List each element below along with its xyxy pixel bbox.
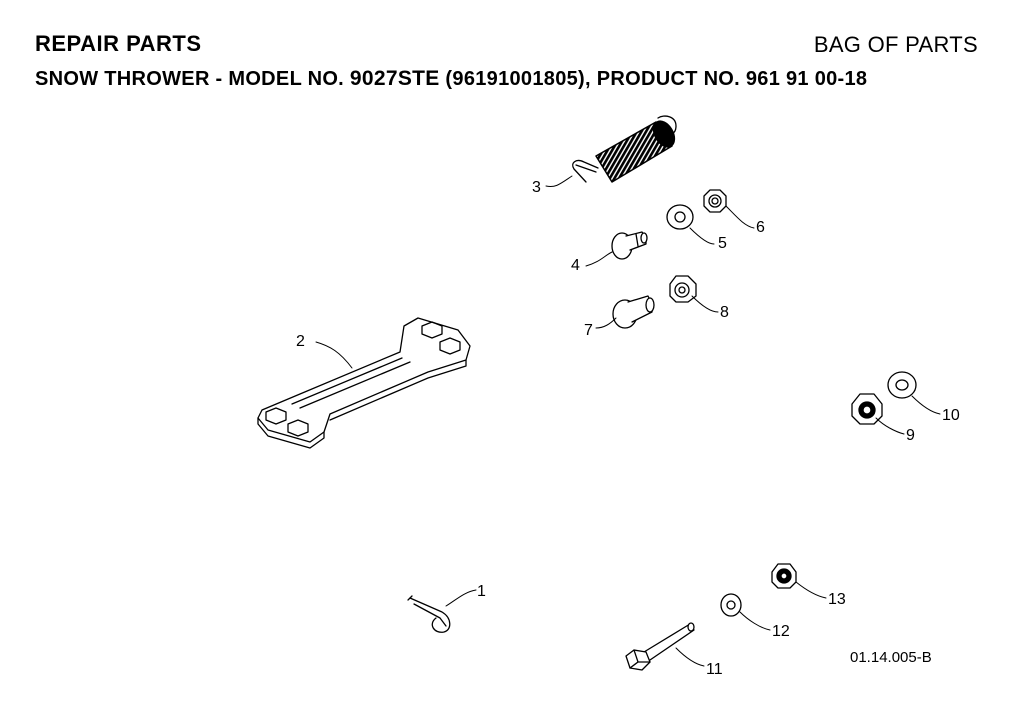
part-10-washer: [887, 371, 917, 399]
callout-5: 5: [718, 235, 727, 252]
part-6-flange-nut: [703, 189, 727, 213]
section-title: BAG OF PARTS: [813, 32, 978, 57]
part-13-lock-nut: [771, 563, 797, 589]
part-8-flange-nut: [669, 275, 697, 303]
reference-code: 01.14.005-B: [850, 649, 932, 666]
callout-8: 8: [720, 304, 729, 321]
page-title: REPAIR PARTS: [35, 31, 202, 56]
part-12-washer: [720, 593, 742, 617]
part-9-lock-nut: [851, 393, 883, 425]
part-11-hex-bolt: [625, 622, 695, 671]
callout-11: 11: [706, 661, 723, 678]
subtitle-prefix: SNOW THROWER - MODEL NO.: [35, 68, 350, 90]
part-2-tie-bar: [257, 317, 471, 449]
leader-lines: [315, 175, 941, 667]
callout-12: 12: [772, 623, 790, 640]
part-5-washer: [666, 204, 694, 230]
model-number: 9027STE: [349, 67, 440, 90]
callout-1: 1: [477, 583, 486, 600]
subtitle: SNOW THROWER - MODEL NO. 9027STE (961910…: [35, 67, 867, 91]
callout-2: 2: [296, 333, 305, 350]
part-4-shoulder-bolt: [611, 231, 648, 260]
callout-13: 13: [828, 591, 846, 608]
callout-9: 9: [906, 427, 915, 444]
callout-3: 3: [532, 179, 541, 196]
callout-7: 7: [584, 322, 593, 339]
part-3-spring: [572, 115, 677, 183]
subtitle-suffix: (96191001805), PRODUCT NO. 961 91 00-18: [439, 68, 868, 90]
part-7-carriage-bolt: [612, 295, 655, 329]
part-1-hairpin-clip: [407, 595, 451, 633]
callout-6: 6: [756, 219, 765, 236]
callout-10: 10: [942, 407, 960, 424]
callout-4: 4: [571, 257, 580, 274]
